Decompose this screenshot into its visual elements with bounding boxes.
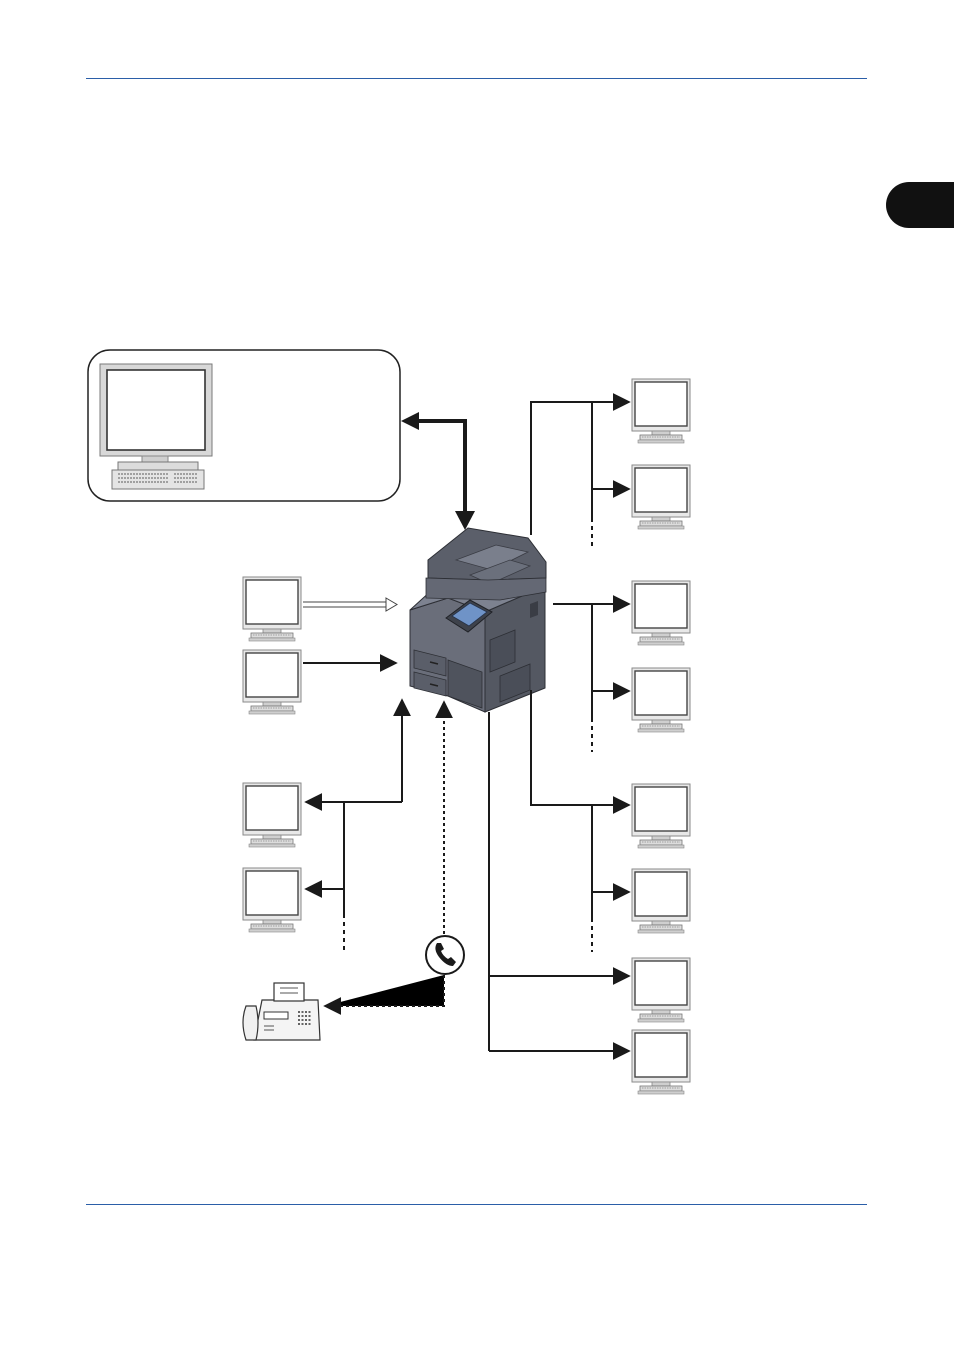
footer-rule xyxy=(86,1204,867,1205)
folder-pc-2 xyxy=(242,867,302,933)
admin-pc-box xyxy=(87,349,401,502)
output-pc-7 xyxy=(631,957,691,1023)
folder-links xyxy=(304,698,411,952)
output-links-4 xyxy=(488,712,631,1060)
phone-icon xyxy=(425,935,465,975)
output-pc-1 xyxy=(631,378,691,444)
admin-pc xyxy=(99,363,213,490)
output-links-2 xyxy=(553,595,631,752)
output-pc-6 xyxy=(631,868,691,934)
output-pc-2 xyxy=(631,464,691,530)
output-pc-4 xyxy=(631,667,691,733)
output-links-1 xyxy=(530,393,631,550)
output-pc-3 xyxy=(631,580,691,646)
fax-link xyxy=(323,700,453,1015)
output-links-3 xyxy=(530,690,631,952)
fax-icon xyxy=(242,982,321,1041)
header-rule xyxy=(86,78,867,79)
hollow-arrow xyxy=(303,597,398,612)
output-pc-5 xyxy=(631,783,691,849)
input-pc-2 xyxy=(242,649,302,715)
mfp xyxy=(409,527,547,713)
admin-link xyxy=(401,412,475,530)
input-pc-1 xyxy=(242,576,302,642)
folder-pc-1 xyxy=(242,782,302,848)
chapter-tab[interactable] xyxy=(886,182,954,228)
output-pc-8 xyxy=(631,1029,691,1095)
